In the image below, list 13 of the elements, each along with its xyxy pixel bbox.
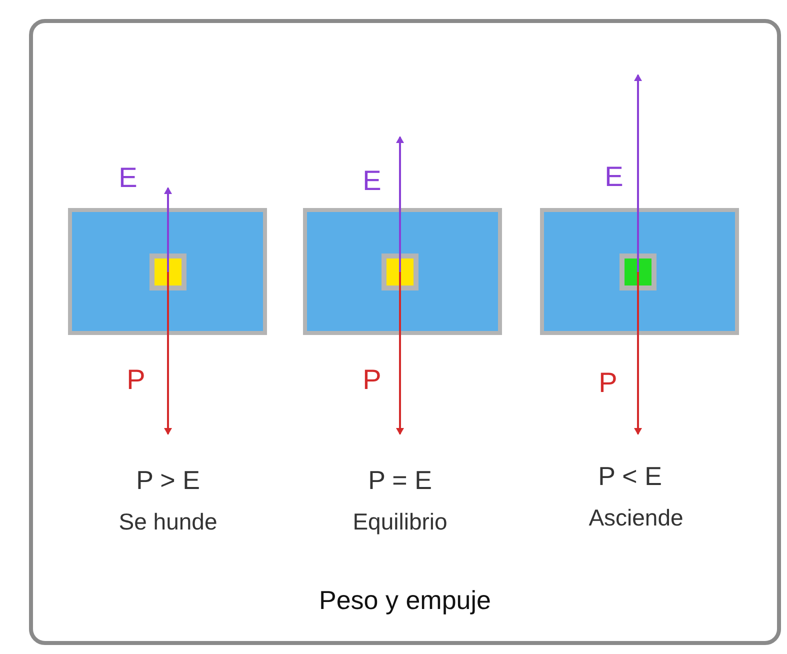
state-text: Asciende <box>588 506 684 530</box>
state-text: Equilibrio <box>352 510 448 534</box>
force-label: E <box>118 164 138 192</box>
force-label: P <box>362 366 382 394</box>
force-label: E <box>604 163 624 191</box>
force-label: P <box>598 369 618 397</box>
relation-text: P < E <box>598 463 662 489</box>
force-label: E <box>362 167 382 195</box>
relation-text: P > E <box>136 467 200 493</box>
caption: Peso y empuje <box>319 587 491 613</box>
relation-text: P = E <box>368 467 432 493</box>
force-label: P <box>126 366 146 394</box>
state-text: Se hunde <box>118 510 218 534</box>
